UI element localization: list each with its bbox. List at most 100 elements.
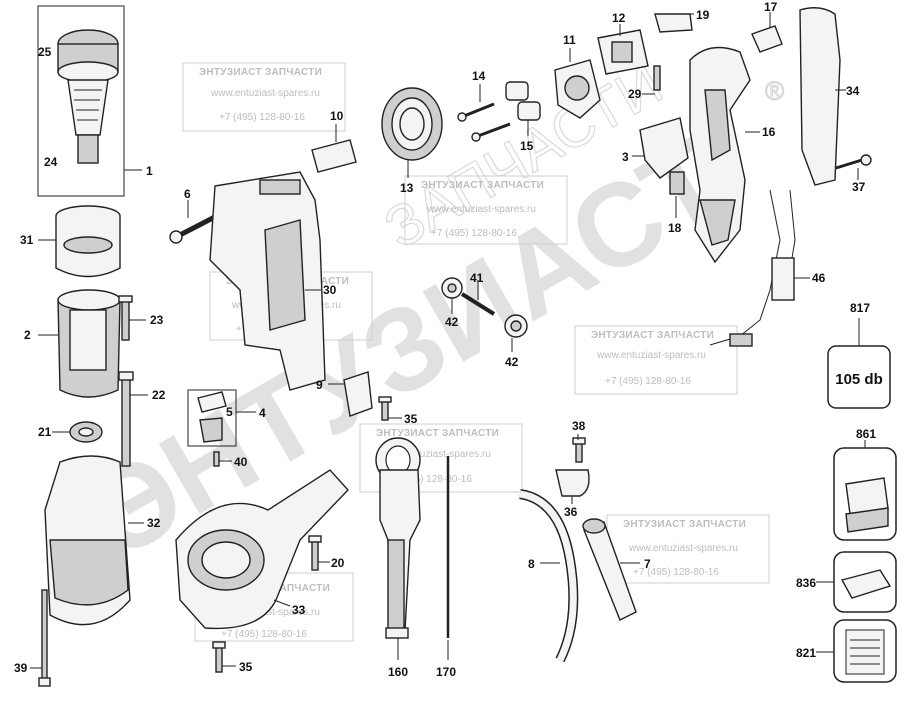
callout-4: 4 [259,406,266,420]
bearing-21 [52,421,103,443]
gear-housing [209,171,326,391]
svg-text:+7 (495) 128-80-16: +7 (495) 128-80-16 [431,228,517,239]
callout-817: 817 [850,301,870,315]
callout-39: 39 [14,661,28,675]
callout-8: 8 [528,557,535,571]
callout-34: 34 [846,84,860,98]
svg-text:+7 (495) 128-80-16: +7 (495) 128-80-16 [219,112,305,123]
svg-text:+7 (495) 128-80-16: +7 (495) 128-80-16 [386,474,472,485]
callout-38: 38 [572,419,586,433]
callout-3: 3 [622,150,629,164]
field-coil [38,289,121,398]
callout-861: 861 [856,427,876,441]
callout-32: 32 [147,516,161,530]
callout-18: 18 [668,221,682,235]
watermark-box-6: ЭНТУЗИАСТ ЗАПЧАСТИ www.entuziast-spares.… [606,514,770,584]
callout-9: 9 [316,378,323,392]
gearbox-33 [175,469,349,630]
callout-16: 16 [762,125,776,139]
screw-23 [118,295,146,341]
insert-836 [816,551,897,613]
callout-37: 37 [852,180,866,194]
svg-text:ЭНТУЗИАСТ ЗАПЧАСТИ: ЭНТУЗИАСТ ЗАПЧАСТИ [199,67,322,78]
watermark-box-1: ЭНТУЗИАСТ ЗАПЧАСТИ www.entuziast-spares.… [182,62,346,132]
callout-35b: 35 [239,660,253,674]
callout-41: 41 [470,271,484,285]
callout-46: 46 [812,271,826,285]
screw-40 [213,451,232,467]
callout-836: 836 [796,576,816,590]
armature-assembly [37,5,142,197]
callout-35a: 35 [404,412,418,426]
svg-text:www.entuziast-spares.ru: www.entuziast-spares.ru [210,88,320,99]
assembly-4 [187,389,256,447]
callout-17: 17 [764,0,778,14]
brush-ring [38,205,121,278]
callout-29: 29 [628,87,642,101]
shaft-22 [118,371,148,467]
callout-12: 12 [612,11,626,25]
part-19 [654,13,694,33]
callout-11: 11 [563,33,576,47]
square-shaft-10 [311,124,357,173]
screw-39 [30,589,51,687]
clamp-36 [555,434,590,504]
bearings-42 [441,277,528,352]
watermark-box-4: ЭНТУЗИАСТ ЗАПЧАСТИ www.entuziast-spares.… [574,325,738,395]
callout-31: 31 [20,233,34,247]
svg-text:www.entuziast-spares.ru: www.entuziast-spares.ru [381,449,491,460]
part-17 [751,12,783,53]
callout-14: 14 [472,69,486,83]
screws-14 [457,84,511,142]
callout-30: 30 [323,283,337,297]
callout-22: 22 [152,388,166,402]
rubber-boot-13 [381,87,443,178]
screw-35-upper [378,396,402,421]
svg-text:+7 (495) 128-80-16: +7 (495) 128-80-16 [605,376,691,387]
callout-160: 160 [388,665,408,679]
callout-33: 33 [292,603,306,617]
cord-guard-7 [582,518,640,621]
callout-19: 19 [696,8,710,22]
svg-text:ЭНТУЗИАСТ ЗАПЧАСТИ: ЭНТУЗИАСТ ЗАПЧАСТИ [421,180,544,191]
svg-text:www.entuziast-spares.ru: www.entuziast-spares.ru [628,543,738,554]
callout-13: 13 [400,181,414,195]
manual-821 [816,619,897,683]
screw-20 [308,535,330,571]
noise-label-text: 105 db [835,371,883,388]
bracket-9 [328,371,373,417]
svg-text:www.entuziast-spares.ru: www.entuziast-spares.ru [596,350,706,361]
switch-3 [632,65,689,218]
svg-text:+7 (495) 128-80-16: +7 (495) 128-80-16 [221,629,307,640]
svg-text:ЭНТУЗИАСТ ЗАПЧАСТИ: ЭНТУЗИАСТ ЗАПЧАСТИ [591,330,714,341]
callout-15: 15 [520,139,534,153]
callout-10: 10 [330,109,344,123]
handle-cover-34 [799,7,846,186]
noise-label-817: 105 db [827,318,891,409]
power-cord-8 [518,489,579,663]
screw-37 [835,154,872,180]
callout-7: 7 [644,557,651,571]
callout-821: 821 [796,646,816,660]
callout-1: 1 [146,164,153,178]
switch-block-12 [597,24,649,75]
cover-11 [554,48,601,119]
callout-36: 36 [564,505,578,519]
cable-46 [709,189,810,347]
callout-21: 21 [38,425,52,439]
registered-mark: ® [765,76,784,106]
callout-23: 23 [150,313,164,327]
rear-handle [689,46,760,264]
svg-text:www.entuziast-spares.ru: www.entuziast-spares.ru [426,204,536,215]
callout-20: 20 [331,556,345,570]
callout-labels: 25 24 1 31 2 23 22 21 32 39 6 30 10 13 1… [14,0,876,679]
callout-6: 6 [184,187,191,201]
side-handle-160 [375,437,421,660]
case-861 [833,440,897,541]
springs-15 [505,81,541,136]
motor-housing [44,455,144,626]
callout-24: 24 [44,155,58,169]
svg-text:ЭНТУЗИАСТ ЗАПЧАСТИ: ЭНТУЗИАСТ ЗАПЧАСТИ [376,428,499,439]
watermark-box-2: ЭНТУЗИАСТ ЗАПЧАСТИ www.entuziast-spares.… [404,175,568,245]
